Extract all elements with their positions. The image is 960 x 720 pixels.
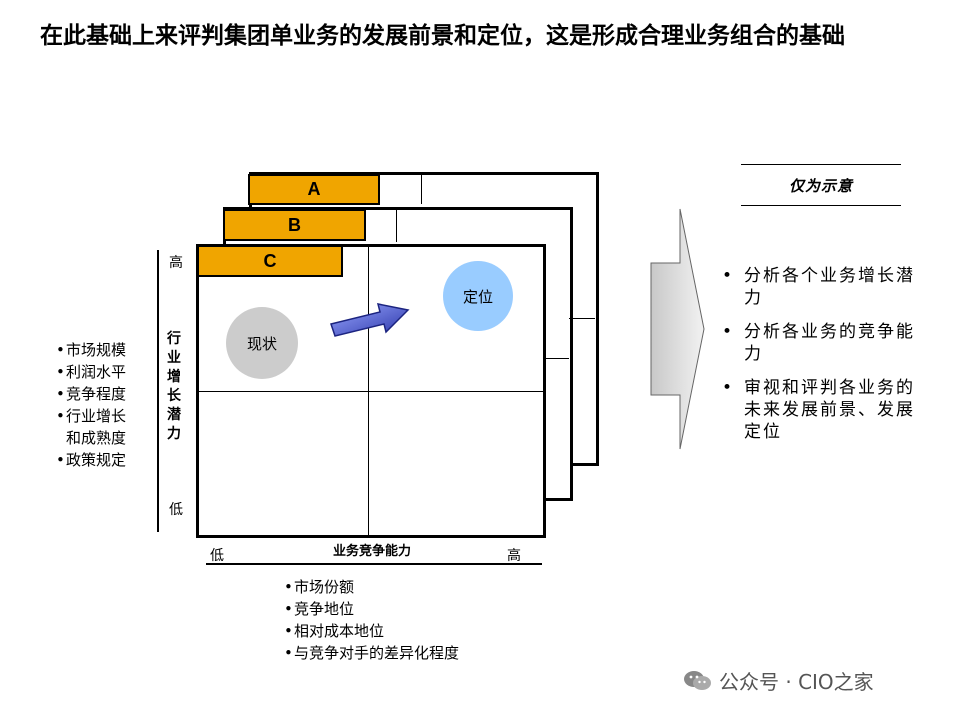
bottom-factors-list: •市场份额 •竞争地位 •相对成本地位 •与竞争对手的差异化程度 [284,576,459,664]
y-axis-low-label: 低 [169,502,183,518]
illustration-note: 仅为示意 [741,164,901,206]
y-axis-line [157,250,159,532]
list-item: 和成熟度 [66,429,127,447]
right-points-list: •分析各个业务增长潜力 •分析各业务的竞争能力 •审视和评判各业务的未来发展前景… [722,265,922,455]
matrix-b-divider [396,209,397,242]
matrix-a-divider [421,174,422,204]
matrix-b-side-line [569,318,595,319]
matrix-c-side-line [543,358,569,359]
list-item: •竞争程度 [56,385,127,403]
list-item: •分析各个业务增长潜力 [722,266,915,308]
list-item: •市场规模 [56,341,127,359]
list-item: •市场份额 [284,578,355,596]
list-item: •竞争地位 [284,600,355,618]
list-item: •分析各业务的竞争能力 [722,322,915,364]
x-axis-line [206,563,542,565]
list-item: •与竞争对手的差异化程度 [284,644,460,662]
target-position-circle: 定位 [443,261,513,331]
left-factors-list: •市场规模 •利润水平 •竞争程度 •行业增长 和成熟度 •政策规定 [56,339,126,471]
list-item: •相对成本地位 [284,622,385,640]
x-axis-high-label: 高 [507,548,521,564]
x-axis-low-label: 低 [210,548,224,564]
y-axis-label: 行业增长潜力 [167,331,181,442]
tab-a: A [248,174,380,205]
wechat-icon [684,670,711,690]
page-title: 在此基础上来评判集团单业务的发展前景和定位，这是形成合理业务组合的基础 [40,23,845,49]
tab-b: B [223,209,366,241]
current-position-circle: 现状 [226,307,298,379]
list-item: •行业增长 [56,407,127,425]
matrix-center-horizontal [199,391,543,392]
watermark: 公众号 · CIO之家 [683,666,874,695]
list-item: •政策规定 [56,451,127,469]
watermark-text: 公众号 · CIO之家 [719,670,874,694]
tab-c: C [197,245,343,277]
y-axis-high-label: 高 [169,255,183,271]
big-right-arrow-icon [650,208,705,450]
move-arrow-icon [330,303,410,337]
list-item: •审视和评判各业务的未来发展前景、发展定位 [722,378,915,442]
x-axis-label: 业务竞争能力 [333,544,412,559]
list-item: •利润水平 [56,363,127,381]
